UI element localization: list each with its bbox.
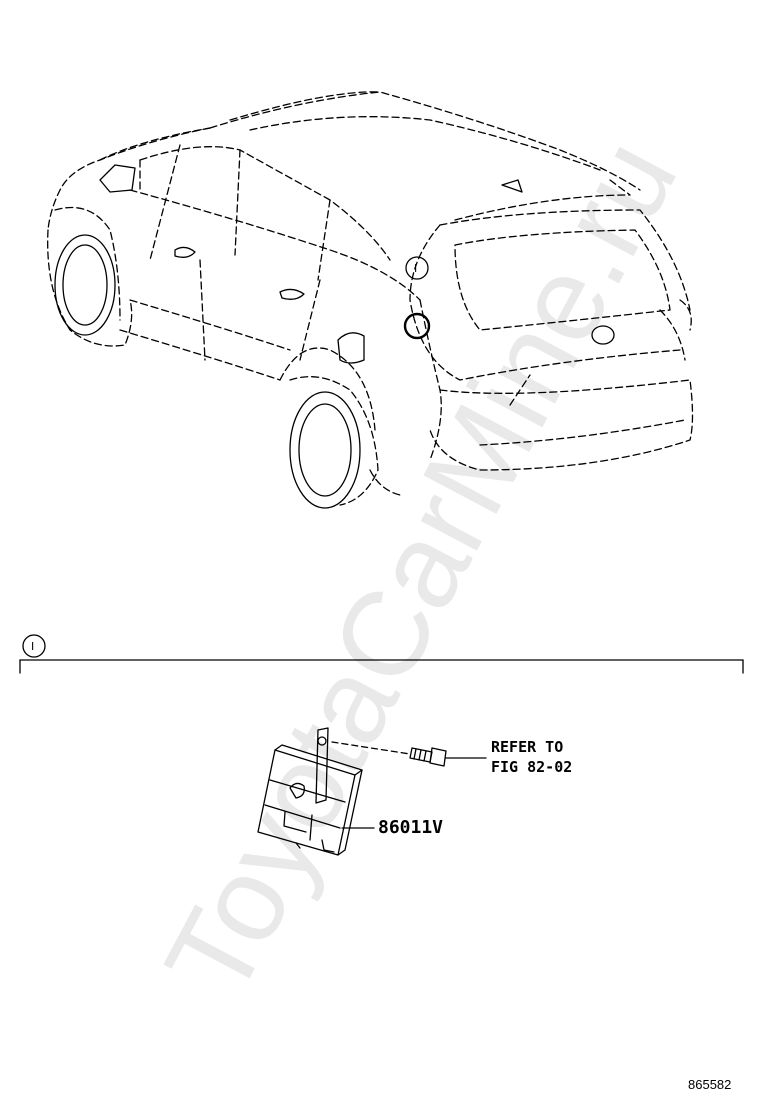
callout-letter-vehicle: I [414, 262, 417, 275]
figure-id: 865582 [688, 1077, 732, 1092]
vehicle-outline [47, 91, 694, 506]
part-location-marker [403, 312, 431, 340]
vehicle-details [54, 164, 615, 509]
callout-circle-section [22, 634, 46, 658]
bolt-leader-dashed [331, 741, 411, 755]
relay-part-drawing [257, 727, 363, 856]
part-number-label[interactable]: 86011V [378, 817, 444, 838]
refer-text-line2: FIG 82-02 [491, 758, 573, 776]
callout-letter-section: I [31, 640, 34, 653]
callout-circle-on-vehicle [405, 256, 429, 280]
refer-text-line1: REFER TO [491, 738, 564, 756]
bolt-drawing [409, 747, 447, 767]
